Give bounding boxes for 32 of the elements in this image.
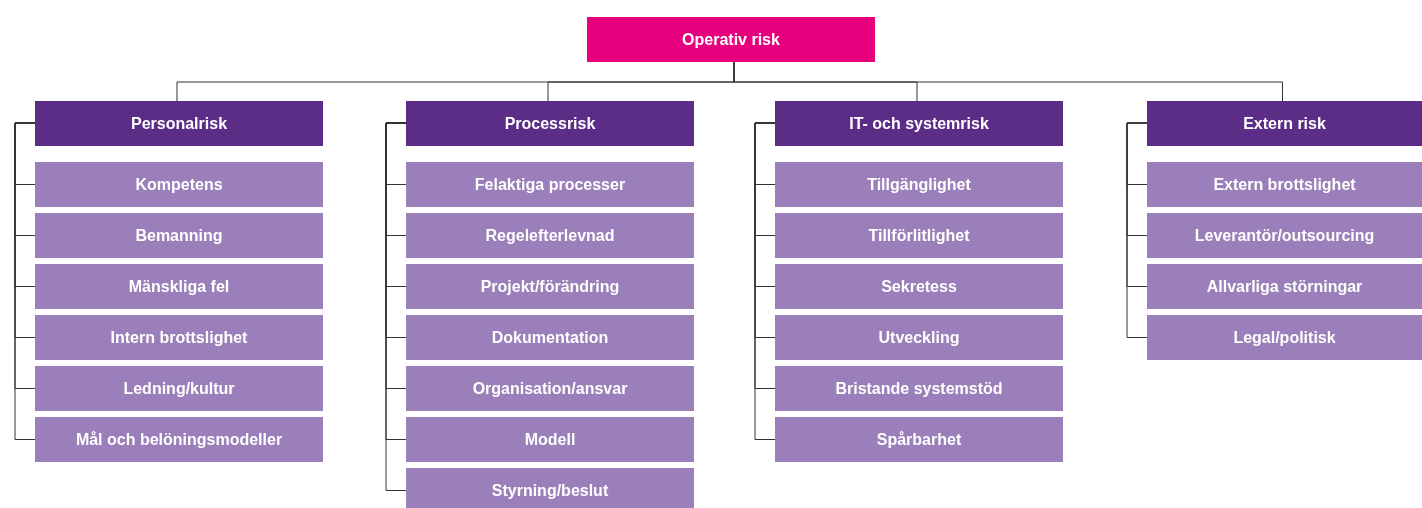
item-box: Bristande systemstöd [775, 366, 1063, 411]
item-box: Organisation/ansvar [406, 366, 694, 411]
item-box: Felaktiga processer [406, 162, 694, 207]
item-box: Allvarliga störningar [1147, 264, 1422, 309]
category-box: Processrisk [406, 101, 694, 146]
item-box: Styrning/beslut [406, 468, 694, 508]
category-box: Extern risk [1147, 101, 1422, 146]
item-box: Dokumentation [406, 315, 694, 360]
connector-line [14, 122, 36, 440]
item-box: Bemanning [35, 213, 323, 258]
item-box: Mål och belöningsmodeller [35, 417, 323, 462]
connector-line [733, 61, 1283, 102]
category-box: IT- och systemrisk [775, 101, 1063, 146]
item-box: Leverantör/outsourcing [1147, 213, 1422, 258]
item-box: Sekretess [775, 264, 1063, 309]
connector-line [754, 122, 776, 440]
item-box: Ledning/kultur [35, 366, 323, 411]
item-box: Spårbarhet [775, 417, 1063, 462]
item-box: Utveckling [775, 315, 1063, 360]
item-box: Regelefterlevnad [406, 213, 694, 258]
item-box: Extern brottslighet [1147, 162, 1422, 207]
root-box: Operativ risk [587, 17, 875, 62]
category-box: Personalrisk [35, 101, 323, 146]
item-box: Mänskliga fel [35, 264, 323, 309]
item-box: Legal/politisk [1147, 315, 1422, 360]
item-box: Intern brottslighet [35, 315, 323, 360]
item-box: Tillgänglighet [775, 162, 1063, 207]
item-box: Projekt/förändring [406, 264, 694, 309]
connector-line [1126, 122, 1148, 338]
item-box: Modell [406, 417, 694, 462]
item-box: Kompetens [35, 162, 323, 207]
item-box: Tillförlitlighet [775, 213, 1063, 258]
